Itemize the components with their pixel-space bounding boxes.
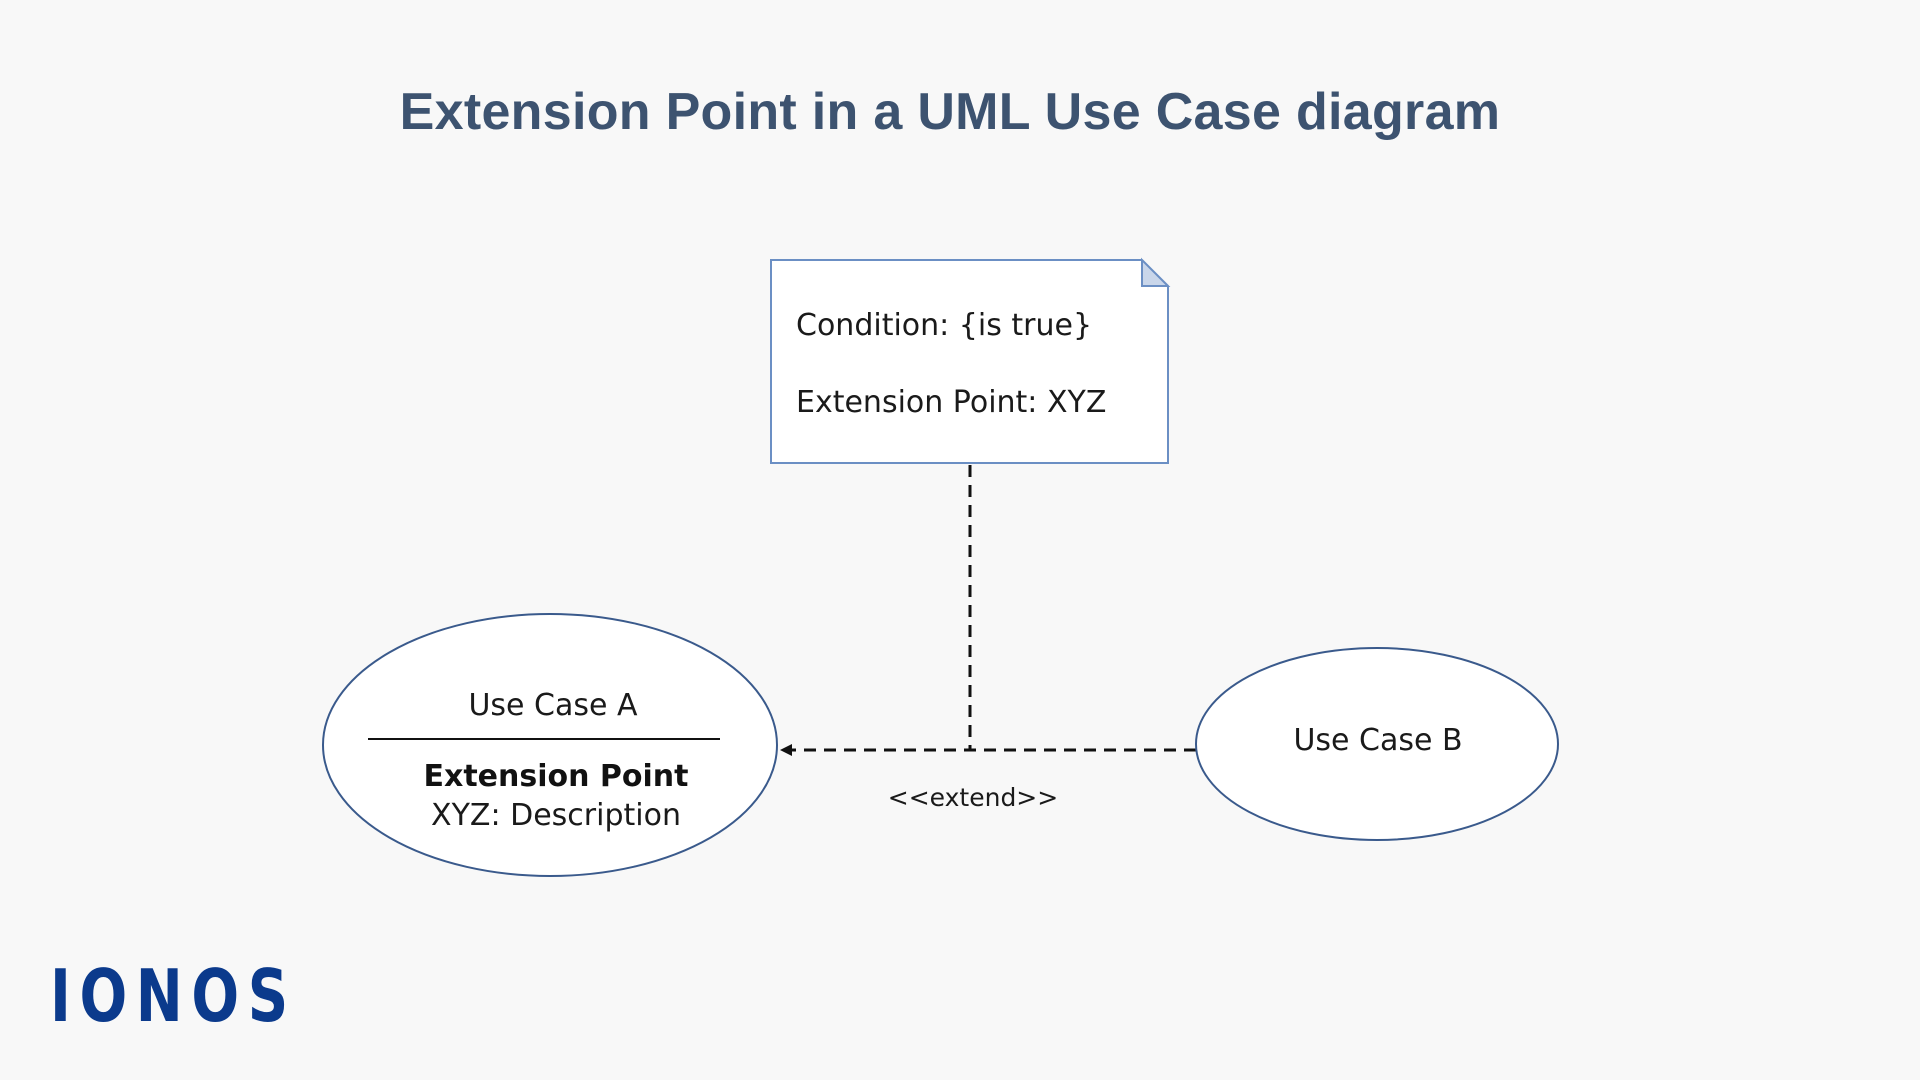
condition-note[interactable]: Condition: {is true} Extension Point: XY…	[770, 257, 1171, 464]
note-folded-corner	[1141, 257, 1171, 287]
note-body	[770, 259, 1169, 464]
page-title: Extension Point in a UML Use Case diagra…	[399, 83, 1501, 141]
ionos-logo: IONOS	[50, 954, 297, 1038]
extend-stereotype-label: <<extend>>	[888, 783, 1058, 812]
use-case-a-name: Use Case A	[468, 688, 638, 723]
extension-point-heading: Extension Point	[423, 759, 688, 794]
use-case-a-ellipse	[322, 613, 778, 877]
note-extension-point-text: Extension Point: XYZ	[796, 385, 1106, 420]
note-condition-text: Condition: {is true}	[796, 308, 1092, 343]
extension-point-entry: XYZ: Description	[431, 798, 681, 833]
use-case-a[interactable]: Use Case A Extension Point XYZ: Descript…	[322, 613, 778, 877]
use-case-b-name: Use Case B	[1293, 723, 1462, 758]
use-case-b[interactable]: Use Case B	[1195, 647, 1559, 841]
use-case-b-ellipse	[1195, 647, 1559, 841]
